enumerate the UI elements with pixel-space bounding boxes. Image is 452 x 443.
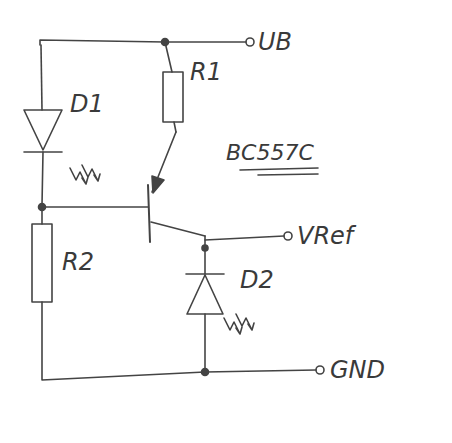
underline (240, 168, 318, 175)
signal-label: VRef (297, 224, 353, 248)
light-arrows (224, 314, 254, 334)
base-bar (148, 185, 150, 242)
diode-symbol (24, 110, 62, 150)
part-label: D1 (70, 92, 104, 116)
part-label: D2 (240, 268, 274, 292)
emitter-arrow (152, 176, 164, 193)
wire (204, 314, 206, 370)
ground-label: GND (330, 358, 385, 382)
base-wire (42, 206, 148, 208)
wire (204, 248, 206, 274)
part-number: BC557C (226, 142, 314, 164)
emitter-lead (152, 132, 176, 192)
light-arrows (70, 165, 100, 184)
part-label: R2 (62, 250, 94, 274)
diode-symbol (187, 275, 223, 314)
wire (174, 122, 176, 132)
resistor-symbol (32, 224, 52, 302)
supply-label: UB (258, 30, 292, 54)
ground-wire (42, 302, 316, 380)
resistor-symbol (163, 72, 183, 122)
junction-dot (202, 369, 209, 376)
vref-wire (205, 236, 284, 240)
supply-wire (40, 40, 246, 45)
terminal (284, 232, 292, 240)
collector-lead (151, 222, 205, 236)
part-label: R1 (190, 60, 222, 84)
wire (41, 45, 42, 110)
wire (42, 152, 43, 205)
wire (165, 42, 172, 72)
terminal (246, 38, 254, 46)
terminal (316, 366, 324, 374)
wire (41, 207, 43, 224)
